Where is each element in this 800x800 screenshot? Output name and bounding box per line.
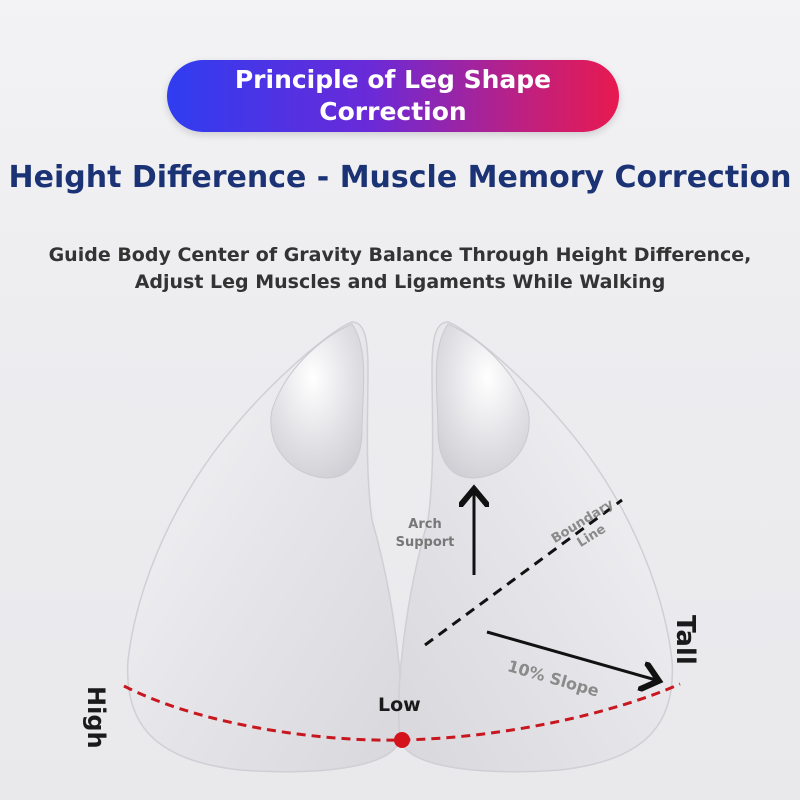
slope-arrow: [486, 630, 656, 680]
low-point-dot: [394, 732, 410, 748]
right-arch-pad: [435, 323, 530, 479]
banner-title: Principle of Leg Shape Correction: [234, 65, 552, 126]
tall-label: Tall: [670, 615, 700, 665]
arch-support-label-line-2: Support: [395, 535, 455, 550]
left-insole: [126, 321, 402, 773]
subheadline-line-2: Adjust Leg Muscles and Ligaments While W…: [134, 271, 666, 293]
low-label: Low: [378, 694, 421, 716]
arch-support-label: Arch Support: [390, 516, 460, 552]
subheadline-line-1: Guide Body Center of Gravity Balance Thr…: [48, 244, 752, 266]
arch-support-label-line-1: Arch: [408, 517, 442, 532]
right-insole: [398, 321, 674, 773]
headline: Height Difference - Muscle Memory Correc…: [8, 160, 792, 195]
boundary-line: [424, 498, 623, 647]
left-arch-pad: [270, 323, 365, 479]
high-label: High: [82, 686, 110, 749]
subheadline: Guide Body Center of Gravity Balance Thr…: [0, 242, 800, 296]
title-banner: Principle of Leg Shape Correction: [167, 60, 619, 132]
